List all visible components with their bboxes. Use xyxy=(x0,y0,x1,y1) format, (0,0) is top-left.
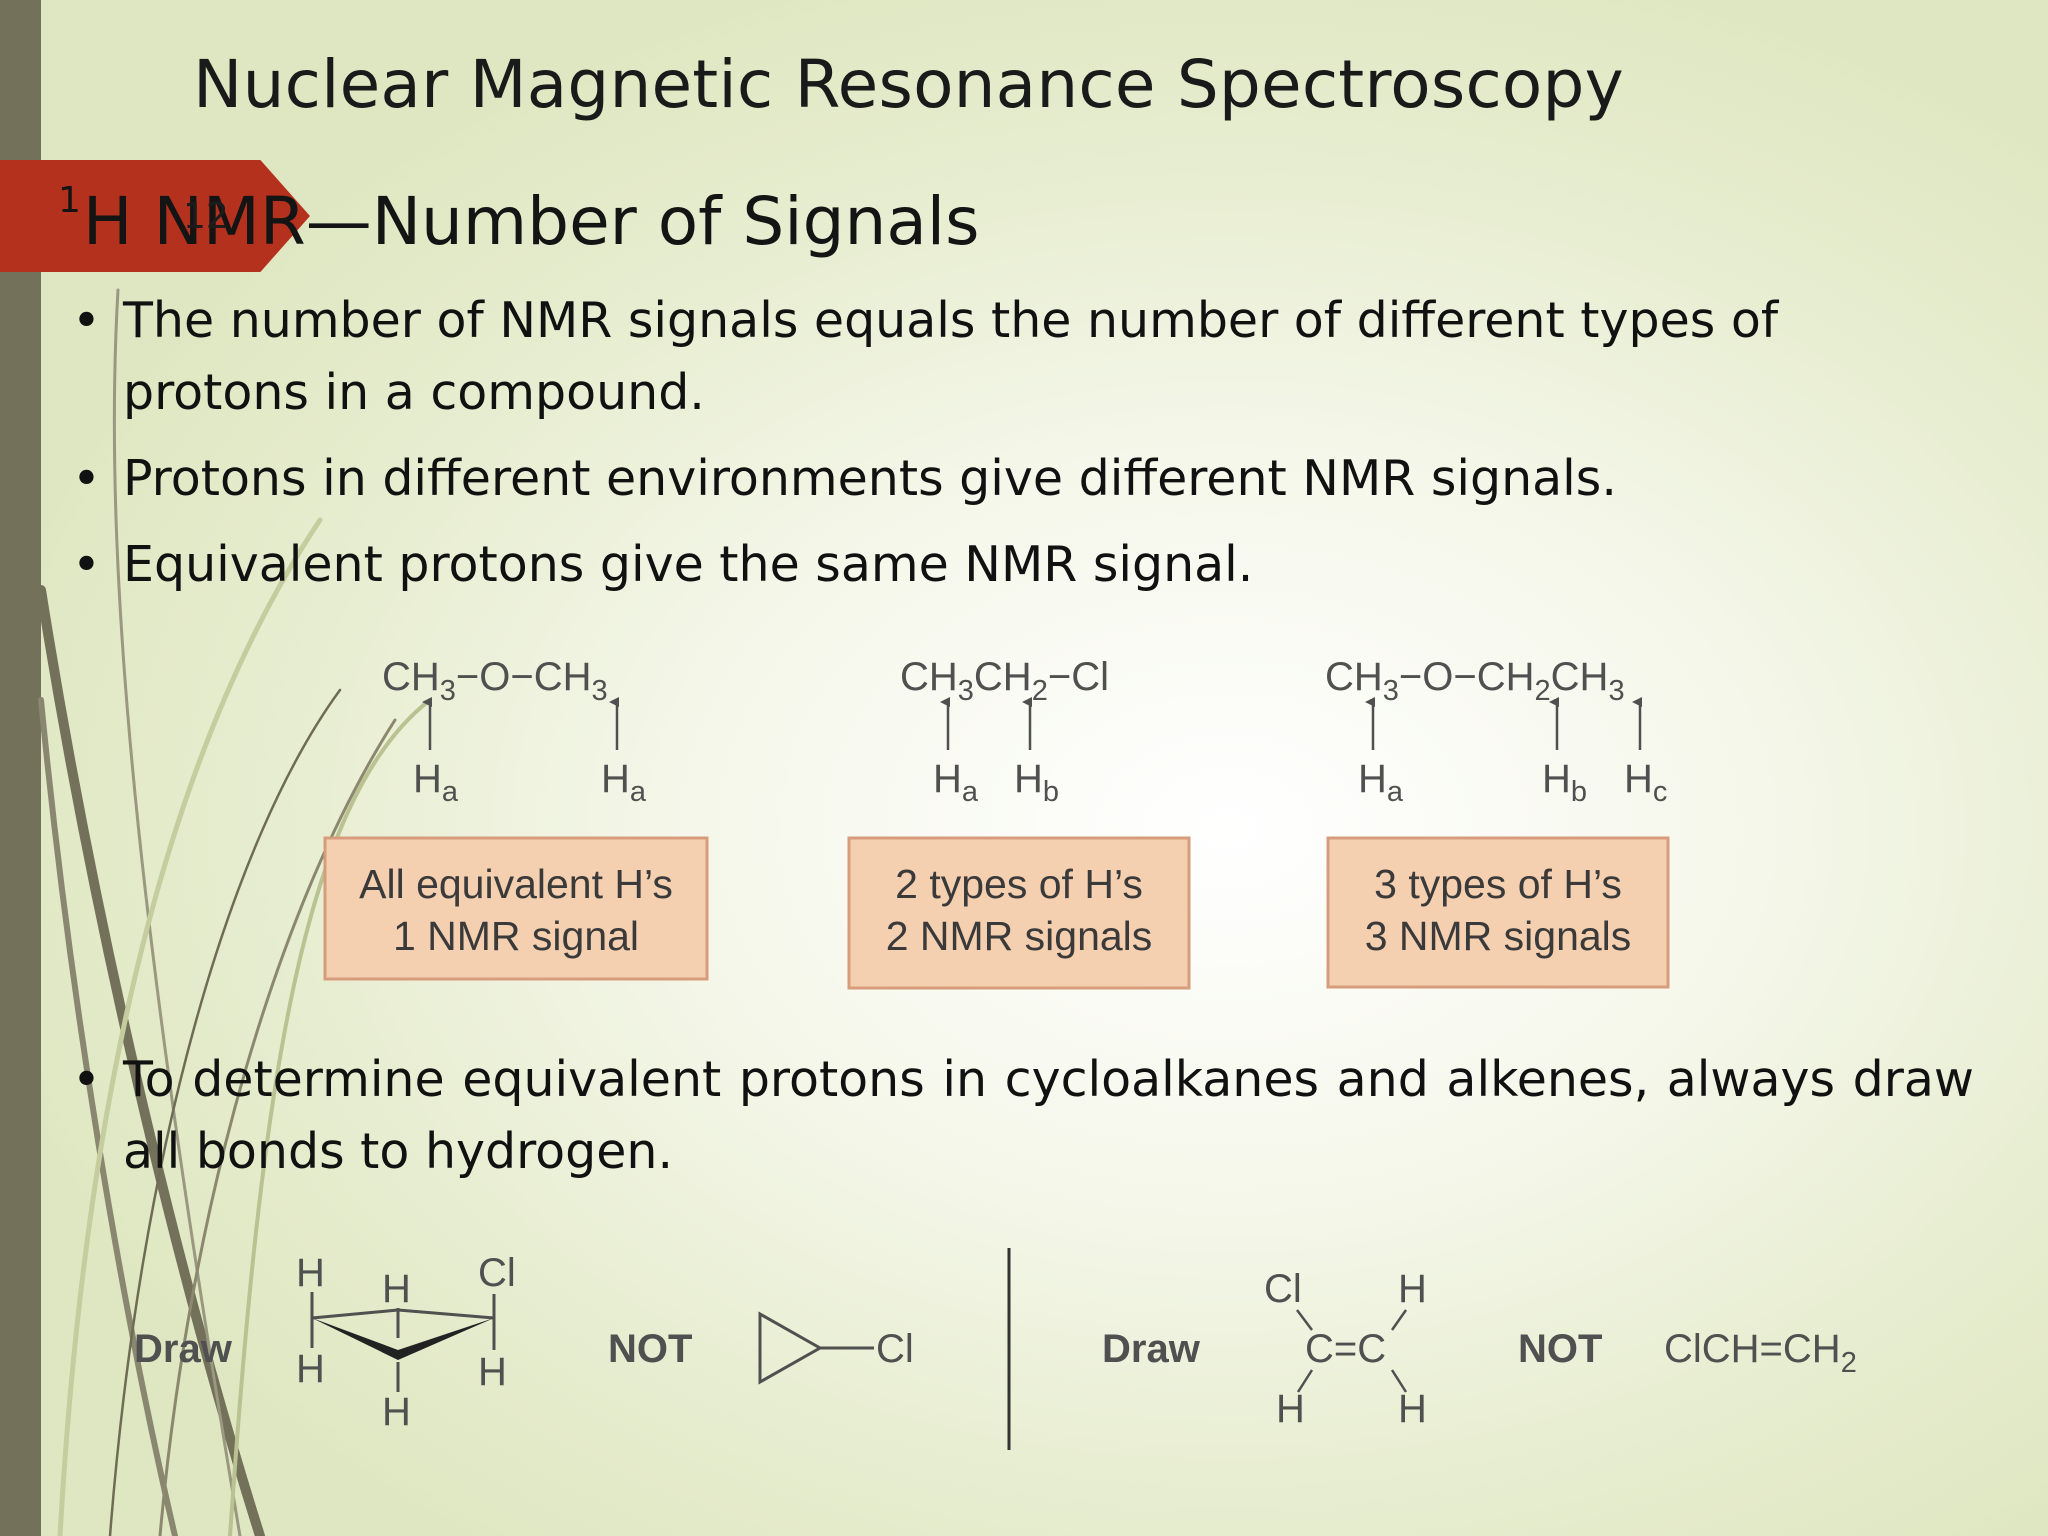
bullet-list: The number of NMR signals equals the num… xyxy=(72,285,1974,615)
double-bond-label: C=C xyxy=(1305,1327,1386,1371)
not-label: NOT xyxy=(1518,1327,1602,1371)
atom-label: H xyxy=(296,1347,325,1391)
draw-label: Draw xyxy=(134,1327,233,1371)
atom-label: Cl xyxy=(1264,1267,1302,1311)
wedge-bond xyxy=(312,1318,494,1360)
box-line-1: 3 types of H’s xyxy=(1374,861,1622,907)
page-number-badge xyxy=(0,160,310,272)
box-line-1: 2 types of H’s xyxy=(895,861,1143,907)
slide-subtitle: 1H NMR—Number of Signals xyxy=(58,179,980,260)
condensed-formula: ClCH=CH2 xyxy=(1664,1327,1857,1379)
example-chloroethane: CH3CH2−Cl Ha Hb 2 types of H’s 2 NMR sig… xyxy=(847,655,1191,990)
cyclopropane-ring-icon xyxy=(758,1311,824,1385)
slide-title: Nuclear Magnetic Resonance Spectroscopy xyxy=(193,46,1624,123)
proton-label: Hb xyxy=(1542,757,1587,808)
box-line-1: All equivalent H’s xyxy=(359,861,673,907)
box-line-2: 2 NMR signals xyxy=(886,913,1153,959)
proton-label: Hb xyxy=(1014,757,1059,808)
example-ethyl-methyl-ether: CH3−O−CH2CH3 Ha Hb Hc 3 types of H’s 3 N… xyxy=(1325,655,1670,989)
cyclopropane-bonds xyxy=(310,1292,496,1392)
cyclopropane-example: Draw H H Cl H H H NOT Cl xyxy=(134,1251,914,1434)
atom-label: Cl xyxy=(876,1327,914,1371)
vinyl-chloride-example: Draw Cl H C=C H H NOT ClCH=CH2 xyxy=(1102,1267,1857,1431)
proton-label: Ha xyxy=(1358,757,1404,808)
formula: CH3−O−CH3 xyxy=(382,655,608,707)
atom-label: H xyxy=(478,1350,507,1394)
draw-label: Draw xyxy=(1102,1327,1201,1371)
signal-count-box xyxy=(323,836,709,981)
subtitle-text: H NMR—Number of Signals xyxy=(82,183,980,260)
bullet-list-lower: To determine equivalent protons in cyclo… xyxy=(72,1044,1974,1202)
proton-label: Ha xyxy=(601,757,647,808)
formula: CH3CH2−Cl xyxy=(900,655,1109,707)
box-line-2: 1 NMR signal xyxy=(393,913,639,959)
signal-count-box xyxy=(1326,836,1670,989)
not-label: NOT xyxy=(608,1327,692,1371)
atom-label: H xyxy=(296,1251,325,1295)
example-dimethyl-ether: CH3−O−CH3 Ha Ha All equivalent H’s 1 NMR… xyxy=(323,655,709,981)
formula: CH3−O−CH2CH3 xyxy=(1325,655,1625,707)
atom-label: H xyxy=(382,1390,411,1434)
proton-label: Ha xyxy=(413,757,459,808)
page-number: 12 xyxy=(183,196,229,237)
atom-label: Cl xyxy=(478,1251,516,1295)
subtitle-superscript: 1 xyxy=(58,179,81,221)
bullet-item: Protons in different environments give d… xyxy=(72,443,1974,515)
atom-label: H xyxy=(1398,1267,1427,1311)
proton-label: Hc xyxy=(1624,757,1667,808)
atom-label: H xyxy=(1398,1387,1427,1431)
signal-count-box xyxy=(847,836,1191,990)
proton-label: Ha xyxy=(933,757,979,808)
atom-label: H xyxy=(1276,1387,1305,1431)
atom-label: H xyxy=(382,1267,411,1311)
alkene-bonds xyxy=(1296,1309,1408,1393)
box-line-2: 3 NMR signals xyxy=(1365,913,1632,959)
bullet-item: The number of NMR signals equals the num… xyxy=(72,285,1974,429)
bullet-item: Equivalent protons give the same NMR sig… xyxy=(72,529,1974,601)
bullet-item: To determine equivalent protons in cyclo… xyxy=(72,1044,1974,1188)
